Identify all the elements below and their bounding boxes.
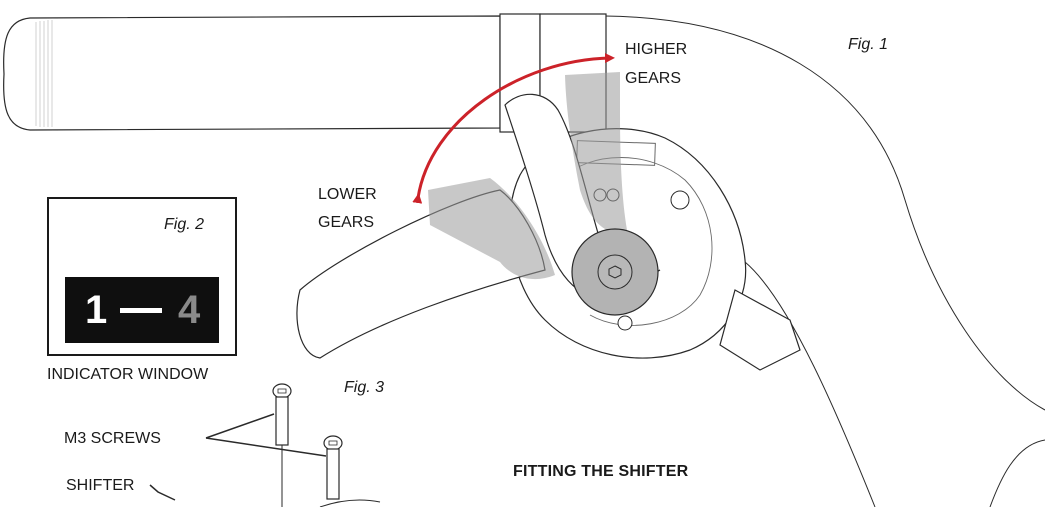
fig-2-label: Fig. 2 [164, 216, 205, 233]
fig-3-label: Fig. 3 [344, 379, 385, 396]
higher-gears-label-line1: HIGHER [625, 41, 688, 58]
fig-1-label: Fig. 1 [848, 36, 889, 53]
lower-gears-label-line2: GEARS [318, 214, 375, 231]
hex-socket-icon [608, 265, 622, 279]
housing-bolt-lower [617, 315, 633, 331]
leader-line-shifter [149, 484, 176, 501]
leader-line-screw-right [205, 437, 327, 457]
indicator-window-display: 1 4 [65, 277, 219, 343]
m3-screw-right [323, 435, 343, 500]
housing-bolt-upper [670, 190, 690, 210]
handlebar-tube-upper-edge [604, 15, 1045, 411]
pivot-bolt-head [597, 254, 633, 290]
shifter-label: SHIFTER [66, 477, 135, 494]
gear-direction-arrow [412, 53, 615, 204]
low-gear-number: 1 [85, 288, 108, 332]
indicator-figure-box: Fig. 2 1 4 [47, 197, 237, 356]
indicator-window-label: INDICATOR WINDOW [47, 366, 209, 383]
grip-ridges [35, 20, 53, 127]
shifter-top-edge [319, 499, 381, 507]
page-title: FITTING THE SHIFTER [513, 463, 689, 480]
higher-gears-label-line2: GEARS [625, 70, 682, 87]
m3-screw-left [272, 383, 292, 507]
high-gear-number: 4 [178, 288, 201, 332]
m3-screws-label: M3 SCREWS [64, 430, 161, 447]
cable-exit [719, 289, 801, 371]
lower-gears-label-line1: LOWER [318, 186, 377, 203]
handlebar-tube-lower-edge [744, 261, 876, 507]
leader-line-screw-left [205, 413, 275, 439]
grip [3, 15, 501, 131]
gear-range-dash [120, 308, 162, 313]
handlebar-tube-right-edge [989, 439, 1045, 507]
